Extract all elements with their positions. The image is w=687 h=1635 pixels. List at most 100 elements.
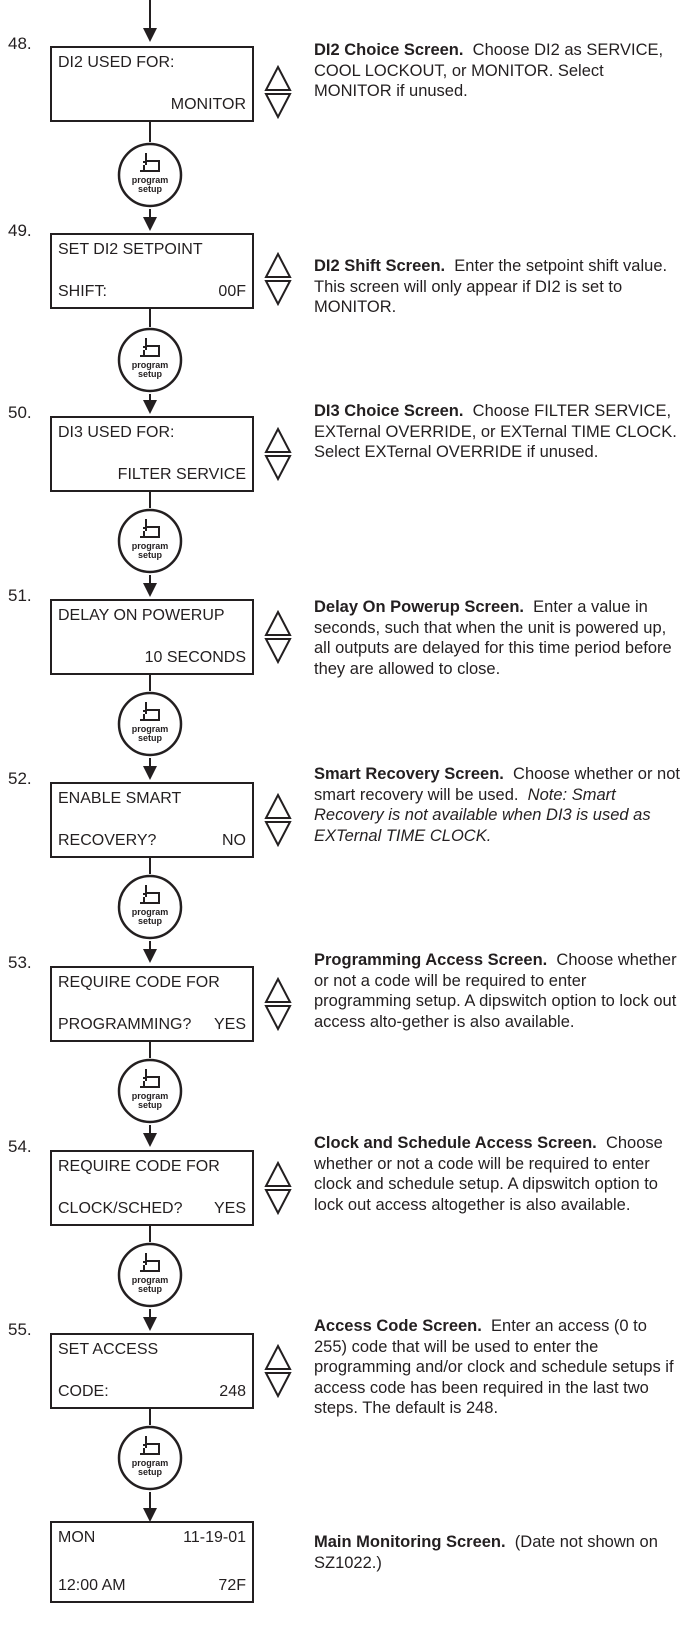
- flow-arrow-head: [143, 1133, 157, 1147]
- up-down-arrows-icon[interactable]: [264, 252, 292, 306]
- lcd-line1: ENABLE SMART: [58, 790, 182, 807]
- flow-arrow-line: [149, 1125, 151, 1139]
- lcd-line1: DELAY ON POWERUP: [58, 607, 225, 624]
- step-title: Clock and Schedule Access Screen.: [314, 1134, 597, 1152]
- lcd-day: MON: [58, 1529, 96, 1546]
- lcd-date: 11-19-01: [183, 1529, 246, 1546]
- step-text: Choose whether or not smart recovery wil…: [314, 765, 680, 804]
- step-text: Choose whether or not a code will be req…: [314, 1134, 663, 1214]
- button-label-bottom: setup: [138, 1284, 163, 1294]
- flow-arrow-head: [143, 766, 157, 780]
- lcd-screen: REQUIRE CODE FOR PROGRAMMING?YES: [50, 966, 254, 1042]
- flow-arrow-head: [143, 583, 157, 597]
- button-label-bottom: setup: [138, 184, 163, 194]
- step-number: 52.: [8, 769, 32, 788]
- flow-arrow-line: [149, 1409, 151, 1425]
- lcd-screen: ENABLE SMART RECOVERY? NO: [50, 782, 254, 858]
- lcd-line2-right: 10 SECONDS: [144, 649, 246, 666]
- lcd-line2-right: 00F: [218, 283, 246, 300]
- flow-arrow-line: [149, 575, 151, 589]
- flow-arrow-line: [149, 675, 151, 691]
- button-label-top: program: [132, 1275, 169, 1285]
- lcd-line2-left: RECOVERY?: [58, 832, 157, 849]
- step-text: Enter the setpoint shift value. This scr…: [314, 257, 668, 316]
- step-note: Note: Smart Recovery is not available wh…: [314, 785, 651, 845]
- step-number: 50.: [8, 403, 32, 422]
- step-title: DI2 Choice Screen.: [314, 41, 464, 59]
- button-label-top: program: [132, 175, 169, 185]
- step-title: Smart Recovery Screen.: [314, 765, 504, 783]
- step-description: Programming Access Screen. Choose whethe…: [314, 950, 680, 1032]
- step-text: Enter a value in seconds, such that when…: [314, 598, 672, 678]
- lcd-line1: DI2 USED FOR:: [58, 54, 175, 71]
- flow-arrow-line: [149, 1042, 151, 1058]
- button-label-top: program: [132, 724, 169, 734]
- lcd-screen: DI2 USED FOR: MONITOR: [50, 46, 254, 122]
- lcd-screen: DELAY ON POWERUP 10 SECONDS: [50, 599, 254, 675]
- button-label-bottom: setup: [138, 1100, 163, 1110]
- lcd-line2-left: SHIFT:: [58, 283, 107, 300]
- step-title: Delay On Powerup Screen.: [314, 598, 524, 616]
- lcd-line1: REQUIRE CODE FOR: [58, 1158, 220, 1175]
- lcd-line1: SET DI2 SETPOINT: [58, 241, 203, 258]
- up-down-arrows-icon[interactable]: [264, 1344, 292, 1398]
- lcd-line1: DI3 USED FOR:: [58, 424, 175, 441]
- main-monitoring-lcd: MON 11-19-01 12:00 AM 72F: [50, 1521, 254, 1603]
- flow-arrow-line: [149, 858, 151, 874]
- up-down-arrows-icon[interactable]: [264, 1161, 292, 1215]
- button-label-bottom: setup: [138, 550, 163, 560]
- lcd-screen: SET ACCESS CODE:248: [50, 1333, 254, 1409]
- up-down-arrows-icon[interactable]: [264, 793, 292, 847]
- flow-arrow-head: [143, 400, 157, 414]
- lcd-screen: DI3 USED FOR: FILTER SERVICE: [50, 416, 254, 492]
- lcd-line2-left: PROGRAMMING?: [58, 1016, 192, 1033]
- up-down-arrows-icon[interactable]: [264, 977, 292, 1031]
- lcd-screen: SET DI2 SETPOINT SHIFT: 00F: [50, 233, 254, 309]
- lcd-temperature: 72F: [218, 1577, 246, 1594]
- button-label-bottom: setup: [138, 733, 163, 743]
- lcd-line1: REQUIRE CODE FOR: [58, 974, 220, 991]
- button-label-bottom: setup: [138, 916, 163, 926]
- flow-arrow-line: [149, 309, 151, 327]
- step-description: DI3 Choice Screen. Choose FILTER SERVICE…: [314, 401, 680, 463]
- step-number: 53.: [8, 953, 32, 972]
- lcd-line2-right: NO: [222, 832, 246, 849]
- flow-arrow-line: [149, 209, 151, 221]
- flow-arrow-line: [149, 0, 151, 30]
- step-title: DI2 Shift Screen.: [314, 257, 446, 275]
- final-title: Main Monitoring Screen.: [314, 1533, 506, 1551]
- step-description: Delay On Powerup Screen. Enter a value i…: [314, 597, 680, 679]
- lcd-line2-right: MONITOR: [170, 96, 246, 113]
- step-title: Programming Access Screen.: [314, 951, 548, 969]
- lcd-line2-right: YES: [213, 1200, 246, 1217]
- flow-arrow-line: [149, 758, 151, 772]
- button-label-top: program: [132, 907, 169, 917]
- lcd-line2-left: CODE:: [58, 1383, 109, 1400]
- flow-arrow-line: [149, 1309, 151, 1323]
- lcd-line2-right: FILTER SERVICE: [117, 466, 246, 483]
- flow-arrow-head: [143, 217, 157, 231]
- step-number: 51.: [8, 586, 32, 605]
- step-number: 48.: [8, 34, 32, 53]
- up-down-arrows-icon[interactable]: [264, 427, 292, 481]
- step-description: Smart Recovery Screen. Choose whether or…: [314, 764, 680, 846]
- step-number: 54.: [8, 1137, 32, 1156]
- button-label-bottom: setup: [138, 369, 163, 379]
- step-text: Choose FILTER SERVICE, EXTernal OVERRIDE…: [314, 402, 677, 461]
- up-down-arrows-icon[interactable]: [264, 65, 292, 119]
- step-description: DI2 Shift Screen. Enter the setpoint shi…: [314, 256, 680, 318]
- step-description: Clock and Schedule Access Screen. Choose…: [314, 1133, 680, 1215]
- flow-arrow-head: [143, 28, 157, 42]
- button-label-top: program: [132, 360, 169, 370]
- up-down-arrows-icon[interactable]: [264, 610, 292, 664]
- step-number: 55.: [8, 1320, 32, 1339]
- lcd-time: 12:00 AM: [58, 1577, 126, 1594]
